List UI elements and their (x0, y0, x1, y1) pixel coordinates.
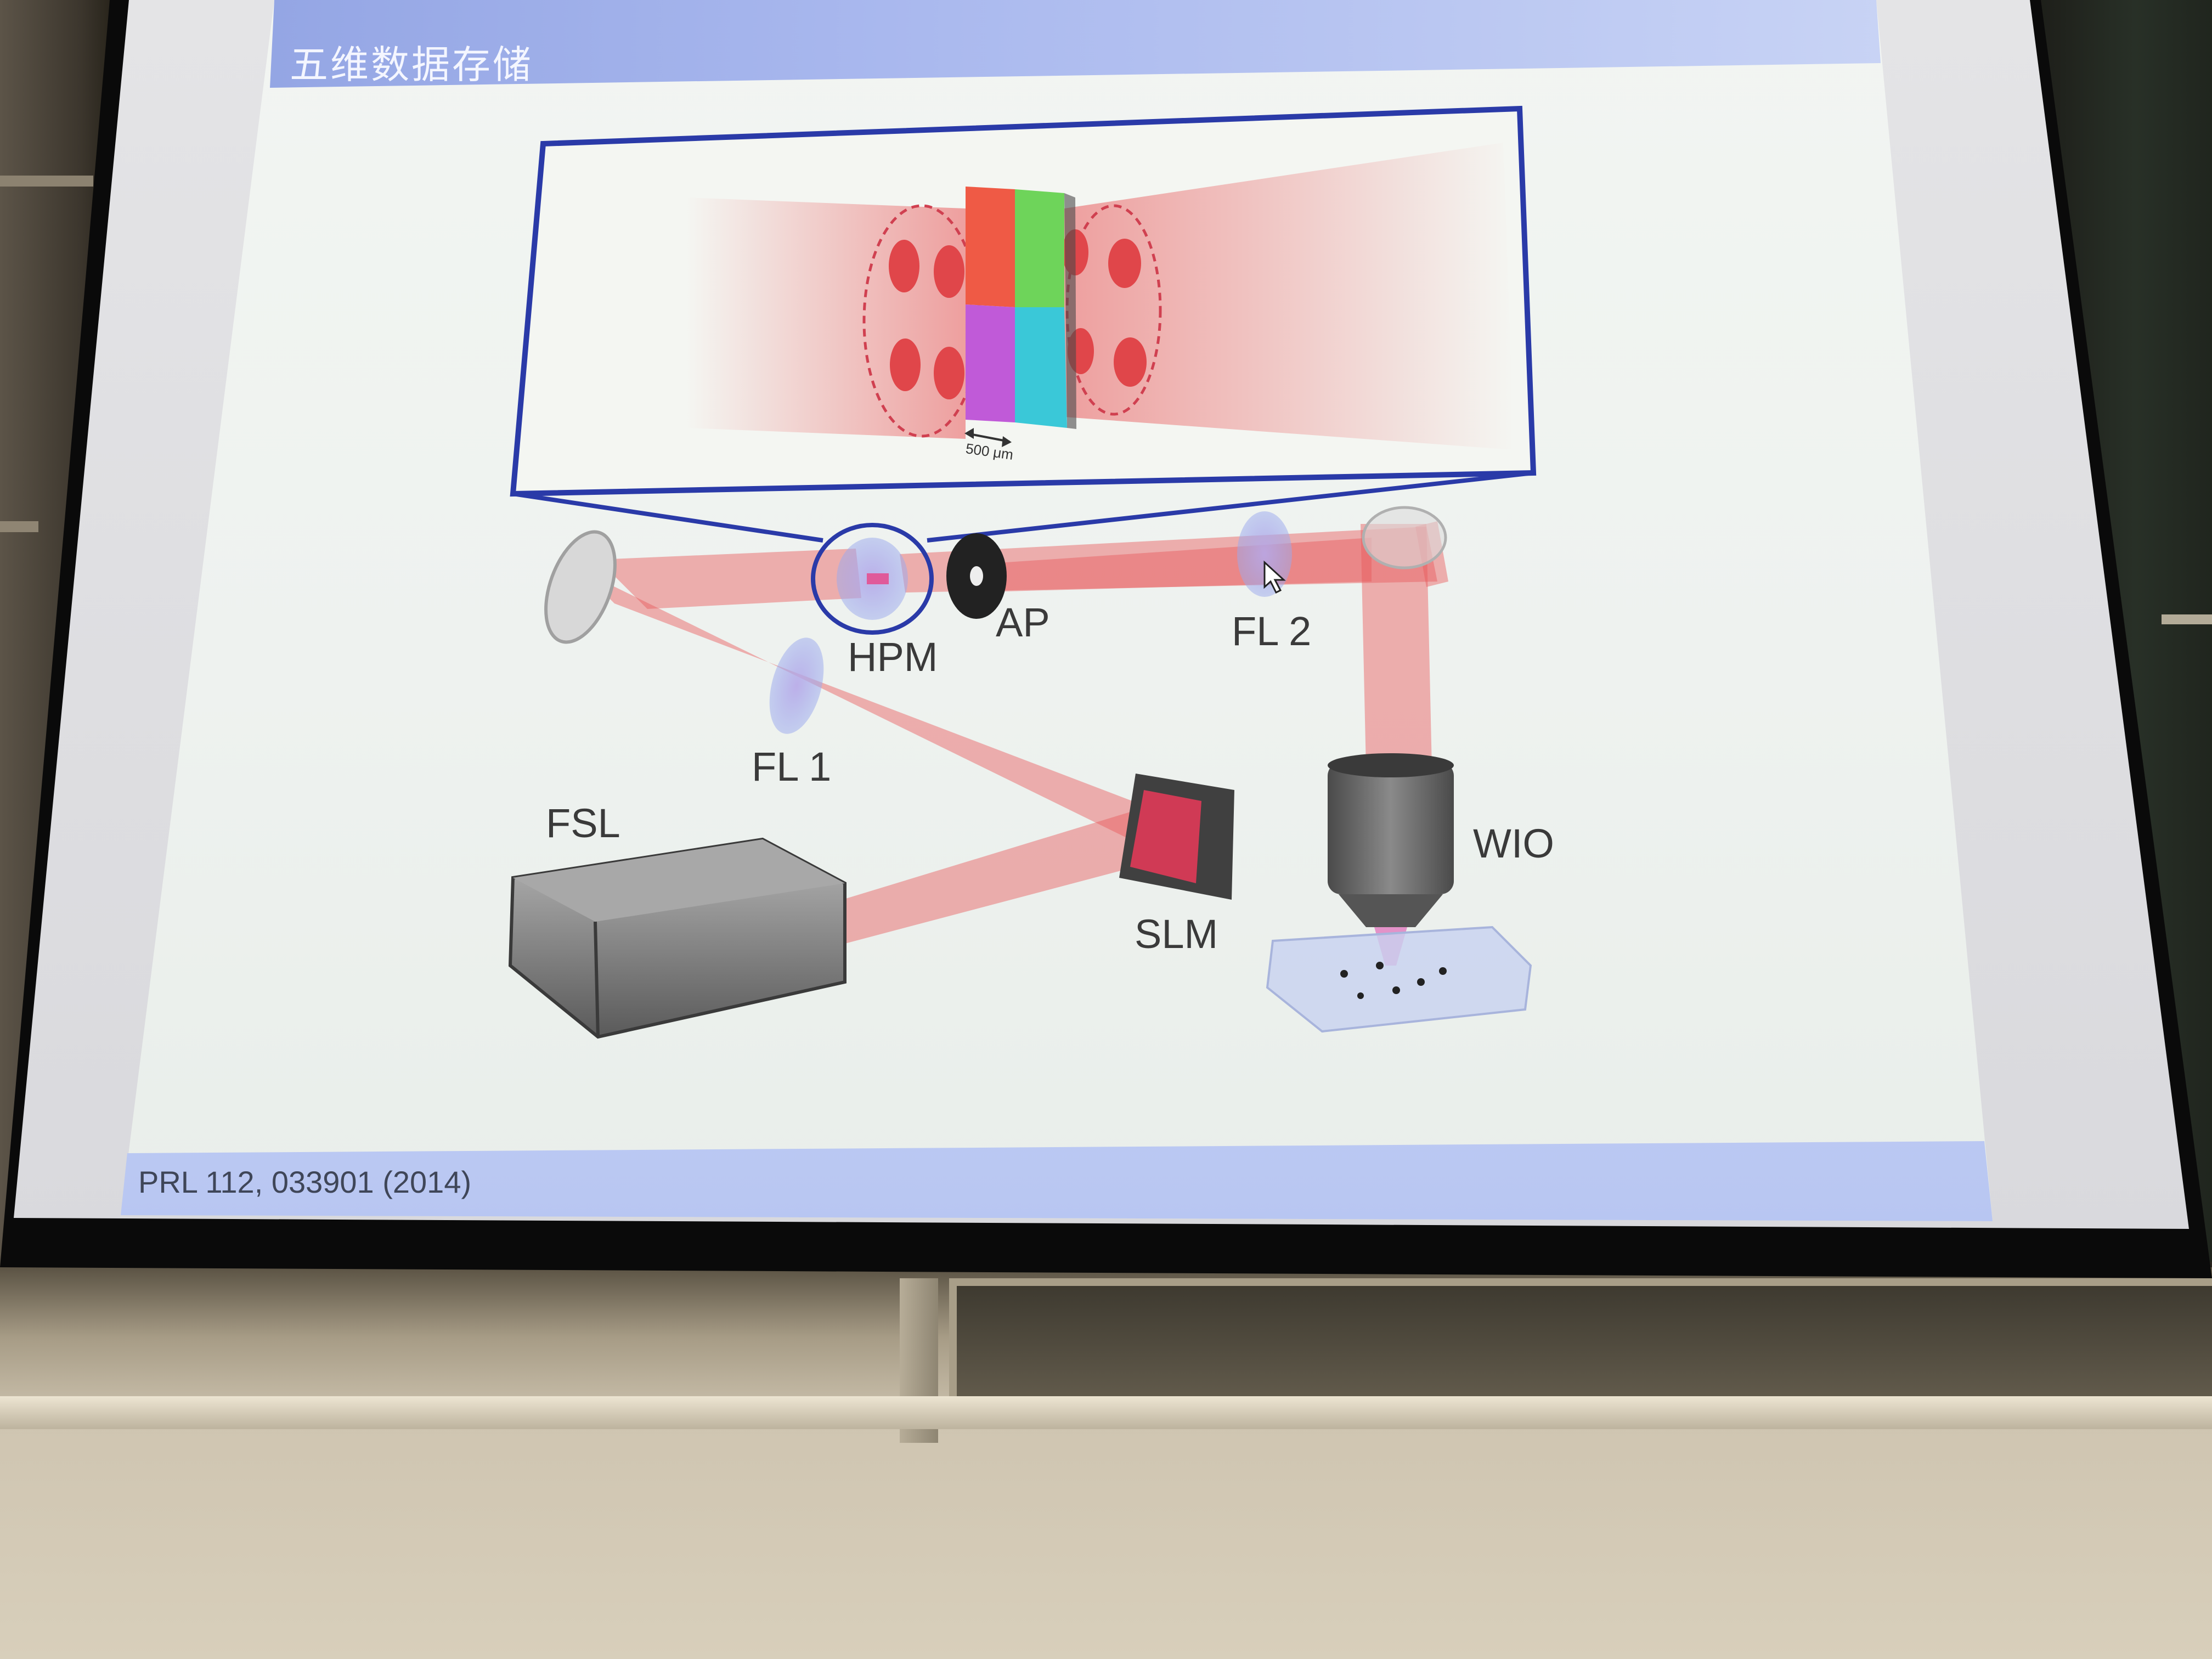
inset-callout-lines (512, 471, 1534, 635)
slide-footer-bar (121, 1141, 1993, 1221)
label-wio: WIO (1473, 821, 1554, 866)
slide-title: 五维数据存储 (290, 42, 533, 87)
fl1-lens (769, 637, 824, 734)
laser-beam (582, 521, 1448, 944)
fsl-laser-source (508, 837, 847, 1039)
magnified-inset (510, 105, 1537, 497)
optical-setup-diagram (508, 105, 1537, 1039)
sample-substrate (1266, 926, 1532, 1033)
label-fl1: FL 1 (752, 744, 832, 789)
chalk-ledge (2162, 614, 2212, 624)
mirror-right (1362, 506, 1447, 569)
chalk-ledge (0, 521, 38, 532)
wave-plate-segments (966, 187, 1076, 429)
label-ap: AP (996, 600, 1050, 645)
label-slm: SLM (1135, 911, 1218, 957)
label-fl2: FL 2 (1232, 608, 1312, 654)
label-fsl: FSL (546, 800, 620, 846)
label-hpm: HPM (848, 634, 938, 680)
lower-chalkboard (949, 1278, 2212, 1404)
aperture (946, 533, 1007, 619)
mouse-cursor-icon (1263, 560, 1286, 594)
slm-modulator (1119, 774, 1234, 900)
citation-text: PRL 112, 033901 (2014) (138, 1165, 472, 1199)
chalk-tray (0, 1396, 2212, 1429)
mirror-left (544, 530, 617, 644)
chalk-ledge (0, 176, 93, 187)
hpm-component (837, 538, 908, 620)
